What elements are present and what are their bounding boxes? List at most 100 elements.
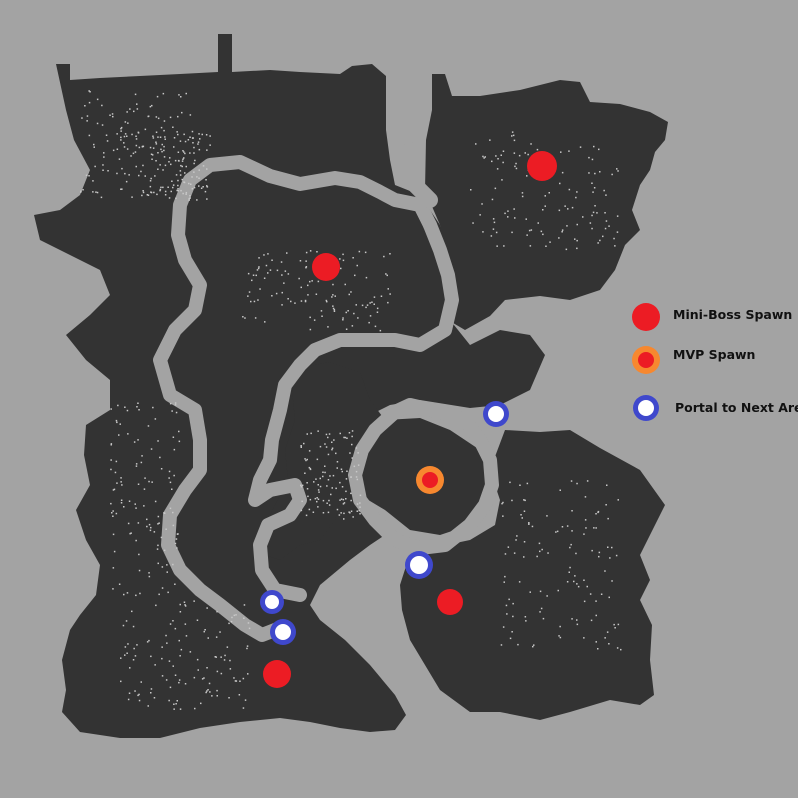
rock-speckle: [608, 643, 610, 645]
rock-speckle: [138, 553, 140, 556]
rock-speckle: [133, 441, 136, 443]
rock-speckle: [329, 475, 331, 477]
rock-speckle: [479, 214, 481, 216]
miniboss-legend-icon: [632, 303, 660, 331]
legend-mvp-label: MVP Spawn: [673, 347, 755, 362]
rock-speckle: [220, 672, 223, 675]
legend: Mini-Boss Spawn MVP Spawn Portal to Next…: [632, 303, 798, 421]
rock-speckle: [604, 637, 606, 639]
mvp-marker[interactable]: [416, 466, 444, 494]
rock-speckle: [592, 211, 595, 214]
rock-speckle: [157, 440, 159, 442]
miniboss-spawn-marker[interactable]: [437, 589, 463, 615]
rock-speckle: [559, 489, 561, 491]
rock-speckle: [320, 310, 323, 312]
rock-speckle: [608, 225, 610, 227]
rock-speckle: [193, 600, 195, 602]
rock-speckle: [132, 152, 135, 155]
rock-speckle: [319, 445, 322, 448]
rock-speckle: [593, 527, 595, 529]
rock-speckle: [345, 478, 348, 480]
rock-speckle: [308, 466, 311, 469]
rock-speckle: [317, 489, 320, 491]
portal-marker[interactable]: [260, 590, 284, 614]
rock-speckle: [182, 158, 184, 160]
rock-speckle: [233, 614, 236, 617]
rock-speckle: [230, 620, 233, 623]
rock-speckle: [571, 618, 573, 620]
rock-speckle: [161, 150, 163, 153]
rock-speckle: [327, 436, 329, 439]
rock-speckle: [605, 220, 608, 222]
rock-speckle: [175, 703, 177, 705]
rock-speckle: [147, 194, 150, 196]
rock-speckle: [569, 566, 571, 569]
rock-speckle: [157, 523, 159, 525]
rock-speckle: [314, 497, 317, 500]
rock-speckle: [328, 499, 330, 502]
rock-speckle: [189, 195, 191, 197]
rock-speckle: [507, 216, 509, 218]
rock-speckle: [205, 691, 207, 694]
rock-speckle: [267, 253, 269, 255]
rock-speckle: [528, 229, 531, 232]
rock-speckle: [174, 159, 177, 162]
rock-speckle: [151, 158, 153, 160]
rock-speckle: [206, 185, 208, 187]
rock-speckle: [179, 603, 181, 606]
rock-speckle: [177, 189, 179, 192]
rock-speckle: [150, 692, 152, 694]
rock-speckle: [158, 593, 160, 596]
rock-speckle: [164, 136, 166, 138]
rock-speckle: [583, 533, 585, 535]
rock-speckle: [88, 134, 91, 137]
rock-speckle: [194, 159, 196, 162]
rock-speckle: [359, 502, 361, 504]
rock-speckle: [523, 541, 526, 543]
rock-speckle: [247, 673, 249, 675]
rock-speckle: [165, 634, 167, 637]
rock-speckle: [269, 269, 272, 271]
rock-speckle: [112, 149, 115, 152]
portal-marker[interactable]: [483, 401, 509, 427]
rock-speckle: [576, 247, 578, 250]
rock-speckle: [135, 539, 137, 542]
portal-marker[interactable]: [405, 551, 433, 579]
rock-speckle: [331, 487, 333, 489]
rock-speckle: [483, 157, 485, 159]
rock-speckle: [128, 500, 131, 502]
rock-speckle: [206, 198, 208, 200]
rock-speckle: [178, 681, 180, 684]
rock-speckle: [582, 216, 584, 218]
rock-speckle: [150, 655, 152, 658]
rock-region-center: [262, 362, 495, 560]
rock-speckle: [233, 677, 235, 679]
rock-speckle: [157, 562, 159, 565]
rock-speckle: [150, 177, 152, 180]
rock-speckle: [515, 167, 518, 170]
rock-speckle: [567, 208, 569, 210]
rock-speckle: [242, 707, 245, 709]
rock-speckle: [306, 458, 308, 461]
rock-speckle: [371, 301, 373, 303]
rock-speckle: [163, 156, 166, 158]
rock-speckle: [189, 114, 192, 116]
rock-speckle: [180, 648, 183, 651]
rock-speckle: [151, 154, 154, 156]
rock-speckle: [179, 174, 182, 176]
rock-speckle: [159, 189, 161, 192]
rock-speckle: [123, 506, 125, 508]
rock-speckle: [184, 172, 186, 174]
rock-speckle: [356, 264, 358, 267]
rock-speckle: [126, 148, 129, 150]
miniboss-spawn-marker[interactable]: [312, 253, 340, 281]
rock-speckle: [595, 600, 597, 602]
rock-speckle: [351, 443, 353, 446]
portal-marker[interactable]: [270, 619, 296, 645]
rock-speckle: [177, 179, 179, 182]
rock-speckle: [589, 222, 592, 224]
miniboss-spawn-marker[interactable]: [263, 660, 291, 688]
legend-item-miniboss: Mini-Boss Spawn: [632, 303, 792, 331]
miniboss-spawn-marker[interactable]: [527, 151, 557, 181]
rock-speckle: [301, 484, 304, 487]
